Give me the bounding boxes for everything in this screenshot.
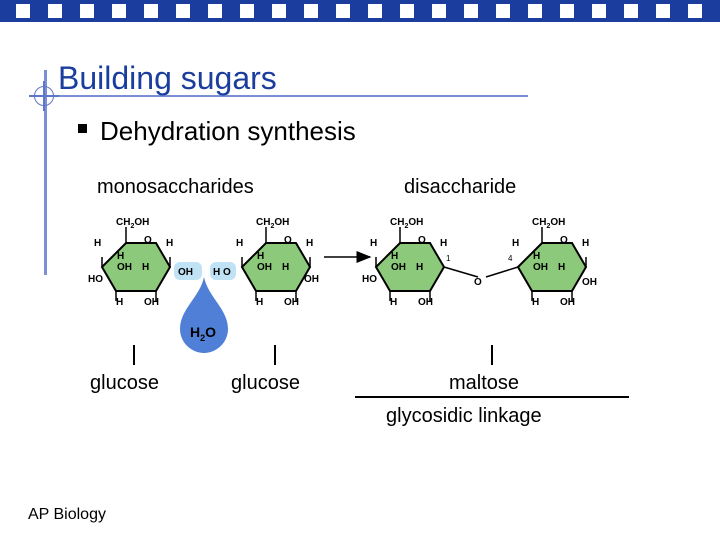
- svg-text:OH: OH: [257, 262, 272, 273]
- svg-text:CH2OH: CH2OH: [532, 217, 565, 230]
- banner-square: [624, 4, 638, 18]
- svg-text:CH2OH: CH2OH: [256, 217, 289, 230]
- water-drop-icon: H2O: [180, 277, 228, 353]
- svg-text:CH2OH: CH2OH: [390, 217, 423, 230]
- glucose-left-tick: [133, 345, 135, 365]
- oh-highlight: [174, 262, 202, 280]
- svg-text:OH: OH: [391, 262, 406, 273]
- svg-text:OH: OH: [582, 277, 597, 288]
- svg-text:H: H: [416, 262, 423, 273]
- svg-text:OH: OH: [178, 267, 193, 278]
- dehydration-diagram: CH2OH H O H H OH H HO H OH OH H2O CH2OH …: [88, 217, 597, 353]
- banner-square: [16, 4, 30, 18]
- svg-text:H O: H O: [213, 267, 231, 278]
- banner-square: [144, 4, 158, 18]
- svg-text:H: H: [390, 297, 397, 308]
- footer-course-label: AP Biology: [28, 506, 106, 523]
- svg-text:H: H: [166, 238, 173, 249]
- svg-text:H: H: [532, 297, 539, 308]
- banner-square: [80, 4, 94, 18]
- banner-square: [496, 4, 510, 18]
- svg-text:H2O: H2O: [190, 324, 216, 343]
- banner-square: [368, 4, 382, 18]
- svg-text:H: H: [117, 251, 124, 262]
- ho-highlight: [210, 262, 236, 280]
- svg-text:OH: OH: [418, 297, 433, 308]
- banner-square: [336, 4, 350, 18]
- svg-text:OH: OH: [117, 262, 132, 273]
- svg-text:H: H: [116, 297, 123, 308]
- bullet-square-icon: [78, 124, 87, 133]
- svg-text:H: H: [236, 238, 243, 249]
- glucose-right-tick: [274, 345, 276, 365]
- svg-text:H: H: [582, 238, 589, 249]
- banner-square: [560, 4, 574, 18]
- banner-square: [112, 4, 126, 18]
- maltose-underline: [355, 396, 629, 398]
- svg-text:HO: HO: [362, 274, 377, 285]
- svg-text:H: H: [142, 262, 149, 273]
- svg-text:H: H: [391, 251, 398, 262]
- bullet-text: Dehydration synthesis: [100, 116, 356, 146]
- banner-square: [688, 4, 702, 18]
- svg-text:H: H: [256, 297, 263, 308]
- maltose-label: maltose: [449, 372, 520, 394]
- svg-text:OH: OH: [144, 297, 159, 308]
- svg-text:OH: OH: [560, 297, 575, 308]
- top-banner: [0, 0, 720, 22]
- glucose-right-label: glucose: [231, 372, 300, 394]
- svg-text:H: H: [282, 262, 289, 273]
- svg-text:H: H: [512, 238, 519, 249]
- maltose-ring-left: CH2OH H O H H OH H HO H OH 1: [362, 217, 479, 308]
- banner-square: [400, 4, 414, 18]
- svg-text:4: 4: [508, 254, 513, 263]
- svg-text:OH: OH: [284, 297, 299, 308]
- glucose-ring-middle: CH2OH H O H H OH H OH H OH H O: [210, 217, 319, 308]
- svg-text:O: O: [560, 235, 568, 246]
- glucose-ring-left: CH2OH H O H H OH H HO H OH OH: [88, 217, 202, 308]
- svg-text:O: O: [284, 235, 292, 246]
- banner-square: [208, 4, 222, 18]
- title-rule: [44, 95, 528, 97]
- banner-square: [304, 4, 318, 18]
- disaccharide-label: disaccharide: [404, 176, 517, 198]
- glycosidic-oxygen: O: [474, 277, 482, 288]
- maltose-ring-right: CH2OH H O H H OH H OH H OH 4: [485, 217, 597, 308]
- svg-text:CH2OH: CH2OH: [116, 217, 149, 230]
- svg-text:H: H: [94, 238, 101, 249]
- svg-text:1: 1: [446, 254, 451, 263]
- svg-text:H: H: [533, 251, 540, 262]
- svg-text:H: H: [257, 251, 264, 262]
- svg-text:OH: OH: [533, 262, 548, 273]
- banner-square: [432, 4, 446, 18]
- glucose-left-label: glucose: [90, 372, 159, 394]
- crosshair-icon: [29, 81, 59, 111]
- maltose-tick: [491, 345, 493, 365]
- banner-square: [592, 4, 606, 18]
- banner-square: [528, 4, 542, 18]
- monosaccharides-label: monosaccharides: [97, 176, 254, 198]
- banner-square: [240, 4, 254, 18]
- banner-square: [48, 4, 62, 18]
- glycosidic-linkage-label: glycosidic linkage: [386, 405, 542, 427]
- svg-text:H: H: [558, 262, 565, 273]
- left-rule: [44, 70, 47, 275]
- svg-text:H: H: [370, 238, 377, 249]
- banner-square: [272, 4, 286, 18]
- svg-text:H: H: [440, 238, 447, 249]
- svg-text:O: O: [418, 235, 426, 246]
- banner-square: [464, 4, 478, 18]
- svg-text:OH: OH: [304, 274, 319, 285]
- banner-square: [656, 4, 670, 18]
- svg-text:HO: HO: [88, 274, 103, 285]
- banner-square: [176, 4, 190, 18]
- svg-text:H: H: [306, 238, 313, 249]
- svg-text:O: O: [144, 235, 152, 246]
- slide-title: Building sugars: [58, 60, 277, 96]
